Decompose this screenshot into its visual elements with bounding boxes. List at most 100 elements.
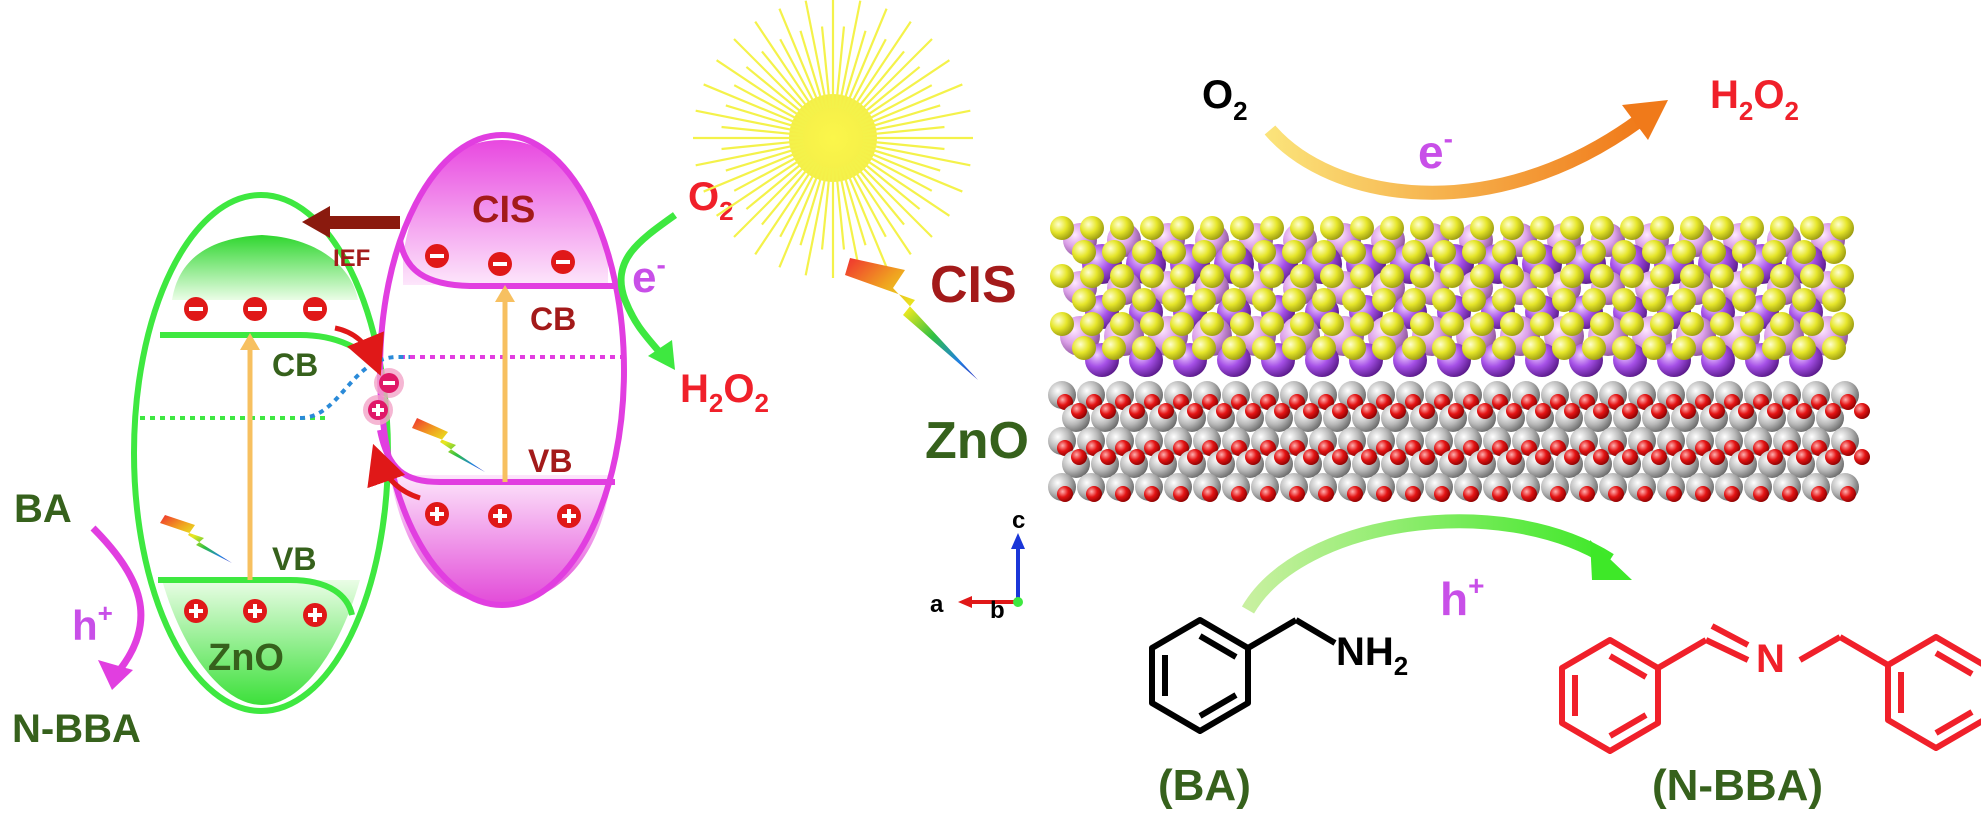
electron-label-left: e- [632,249,666,302]
sun-ray [754,20,818,114]
oxidation-arrow-bottom [1241,514,1614,614]
oxygen-atom [1477,403,1493,419]
sulfur-atom [1282,288,1306,312]
sun-ray [860,83,963,128]
oxygen-atom [1492,486,1508,502]
sun-ray [695,109,804,134]
oxygen-atom [1535,449,1551,465]
sulfur-atom [1380,264,1404,288]
cis-cb-label: CB [530,301,576,337]
zno-cb-line [160,332,382,368]
sun-ray [846,163,887,238]
oxygen-atom [1709,403,1725,419]
oxygen-atom [1158,449,1174,465]
sulfur-atom [1822,240,1846,264]
sun-ray [703,148,806,193]
sulfur-atom [1230,312,1254,336]
oxygen-atom [1811,486,1827,502]
sun-ray [855,66,921,120]
zno-cb-label: CB [272,347,318,383]
sulfur-atom [1770,264,1794,288]
sun-ray [862,142,971,167]
oxygen-atom [1854,403,1870,419]
sun-ray [848,20,912,114]
sulfur-atom [1140,312,1164,336]
sun-ray [820,26,832,109]
plus-glyph-v [376,404,380,416]
sun-ray [761,160,815,226]
sulfur-atom [1470,264,1494,288]
zno-cb-electrons [184,297,327,321]
sulfur-atom [1290,216,1314,240]
sulfur-atom [1612,240,1636,264]
sulfur-atom [1192,288,1216,312]
sulfur-atom [1350,216,1374,240]
sun-ray [721,125,804,137]
oxygen-atom [1332,449,1348,465]
o2-label-right: O2 [1202,73,1248,126]
oxygen-atom [1550,486,1566,502]
light-bolt-icon [845,258,978,380]
sulfur-atom [1342,336,1366,360]
sulfur-atom [1680,216,1704,240]
oxygen-atom [1158,403,1174,419]
sun-ray [799,30,826,110]
sulfur-atom [1522,288,1546,312]
sulfur-atom [1530,264,1554,288]
sulfur-atom [1432,336,1456,360]
axis-a-label: a [930,591,944,618]
sun-ray [851,50,905,116]
sulfur-atom [1170,264,1194,288]
electron-transfer-arrow [334,325,384,376]
oxygen-atom [1724,486,1740,502]
oxygen-atom [1477,449,1493,465]
sun-ray [761,50,815,116]
zno-vb-holes [184,599,327,627]
sulfur-atom [1252,288,1276,312]
sulfur-atom [1552,336,1576,360]
sulfur-atom [1492,288,1516,312]
oxygen-atom [1840,394,1856,410]
sulfur-atom [1162,336,1186,360]
oxygen-atom [1260,486,1276,502]
sulfur-atom [1792,240,1816,264]
sulfur-atom [1192,240,1216,264]
sulfur-atom [1582,240,1606,264]
sulfur-atom [1492,336,1516,360]
sun-ray [843,8,888,111]
sun-ray [725,104,805,131]
oxygen-atom [1274,403,1290,419]
minus-glyph [383,381,395,385]
sulfur-atom [1110,312,1134,336]
oxygen-atom [1303,449,1319,465]
sun-ray [804,0,829,109]
nbba-label: N-BBA [12,707,141,751]
cis-vb-holes [425,502,581,528]
sun-ray [779,163,820,238]
oxygen-atom [1448,403,1464,419]
sulfur-atom [1222,336,1246,360]
crystal-axes: c a b [930,507,1025,624]
sulfur-atom [1710,264,1734,288]
oxygen-atom [1057,486,1073,502]
sun-ray [695,142,804,167]
sun-ray [733,38,813,118]
sulfur-atom [1410,264,1434,288]
oxygen-atom [1738,449,1754,465]
sulfur-atom [1800,312,1824,336]
sulfur-atom [1530,216,1554,240]
sulfur-atom [1320,312,1344,336]
axis-b-label: b [990,597,1005,624]
oxygen-atom [1419,403,1435,419]
sulfur-atom [1470,216,1494,240]
oxygen-atom [1115,486,1131,502]
axis-c-label: c [1012,507,1025,534]
oxygen-atom [1825,449,1841,465]
sun-ray [725,145,805,172]
sun-ray [858,151,933,192]
sulfur-atom [1650,216,1674,240]
sun-ray [733,151,808,192]
oxygen-atom [1100,403,1116,419]
o2-label-left: O2 [688,175,734,226]
oxygen-atom [1419,449,1435,465]
